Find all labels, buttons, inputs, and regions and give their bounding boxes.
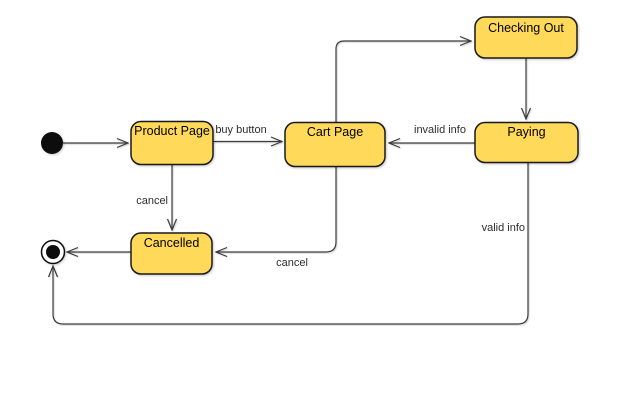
state-paying-shape [474,121,579,164]
state-checking-out-shape [474,16,578,59]
state-product-page-label: Product Page [134,124,210,138]
states-layer: Product Page Cart Page Checking Out Payi… [130,16,579,275]
state-checking-out-label: Checking Out [488,21,564,35]
state-cancelled: Cancelled [130,232,213,275]
state-cart-page-shape [284,121,386,168]
transition-cancel-from-cart-line [216,167,337,252]
final-state-inner-dot [46,245,60,259]
transition-label-buy-button: buy button [215,124,266,136]
transition-cart-page-to-cancelled: cancel [216,167,337,269]
transition-product-page-to-cancelled: cancel [136,165,172,230]
transition-cart-page-to-checking-out [335,41,471,122]
state-product-page: Product Page [130,120,214,166]
state-cancelled-label: Cancelled [144,236,200,250]
transition-label-cancel-from-product: cancel [136,195,168,207]
state-cart-page-label: Cart Page [307,125,363,139]
pseudostates-layer [40,132,66,265]
state-product-page-shape [130,120,214,166]
transition-cart-to-checkout-line [335,41,471,122]
transition-valid-info-line [53,162,529,325]
transition-paying-to-final: valid info [53,162,529,325]
state-paying: Paying [474,121,579,164]
final-state-node [40,239,66,265]
transition-label-valid-info: valid info [482,222,525,234]
state-cancelled-shape [130,232,213,275]
state-checking-out: Checking Out [474,16,578,59]
transition-label-cancel-from-cart: cancel [276,257,308,269]
initial-state-node [41,132,63,154]
state-cart-page: Cart Page [284,121,386,168]
transitions-layer: buy button invalid info cancel cancel [53,41,529,325]
transition-paying-to-cart-page: invalid info [389,124,475,143]
transition-product-page-to-cart-page: buy button [213,124,282,142]
transition-label-invalid-info: invalid info [414,124,466,136]
state-paying-label: Paying [507,125,545,139]
